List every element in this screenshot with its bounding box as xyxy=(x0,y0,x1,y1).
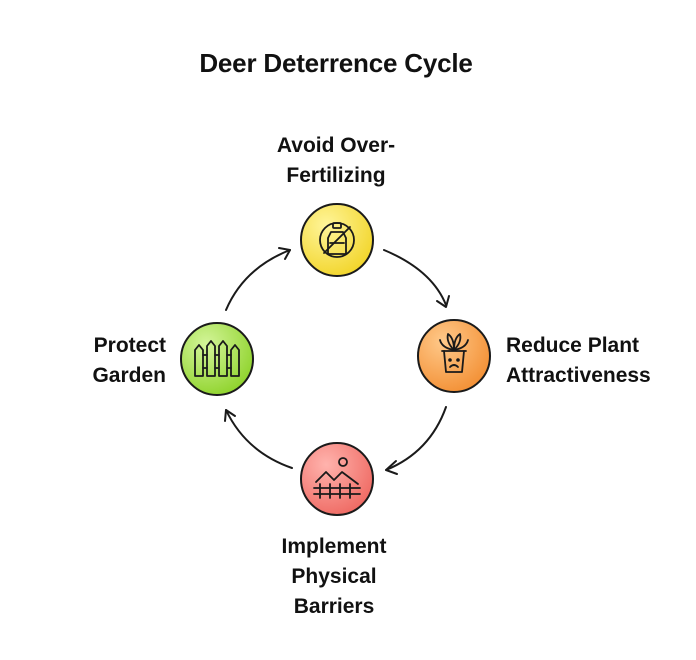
arrow-bottom-to-left xyxy=(225,409,293,469)
arrow-left-to-top-head xyxy=(278,247,291,260)
no-fertilizer-icon xyxy=(319,222,355,258)
arrow-right-to-bottom xyxy=(385,406,447,471)
arrow-top-to-right-head xyxy=(436,295,450,308)
arrow-top-to-right xyxy=(383,249,447,306)
node-implement-physical-barriers xyxy=(300,442,374,516)
plant-pot-sad-icon xyxy=(439,333,469,373)
node-avoid-over-fertilizing xyxy=(300,203,374,277)
arrow-bottom-to-left-head xyxy=(224,409,236,422)
landscape-fence-icon xyxy=(313,457,361,499)
label-reduce-plant-attractiveness: Reduce Plant Attractiveness xyxy=(506,334,651,387)
arrow-right-to-bottom-head xyxy=(385,460,398,475)
arrow-left-to-top xyxy=(225,249,291,311)
label-protect-garden: Protect Garden xyxy=(92,334,166,387)
picket-fence-icon xyxy=(194,340,240,377)
label-implement-physical-barriers: Implement Physical Barriers xyxy=(281,535,387,618)
label-avoid-over-fertilizing: Avoid Over- Fertilizing xyxy=(276,134,396,187)
node-protect-garden xyxy=(180,322,254,396)
diagram-title: Deer Deterrence Cycle xyxy=(199,48,473,78)
node-reduce-plant-attractiveness xyxy=(417,319,491,393)
